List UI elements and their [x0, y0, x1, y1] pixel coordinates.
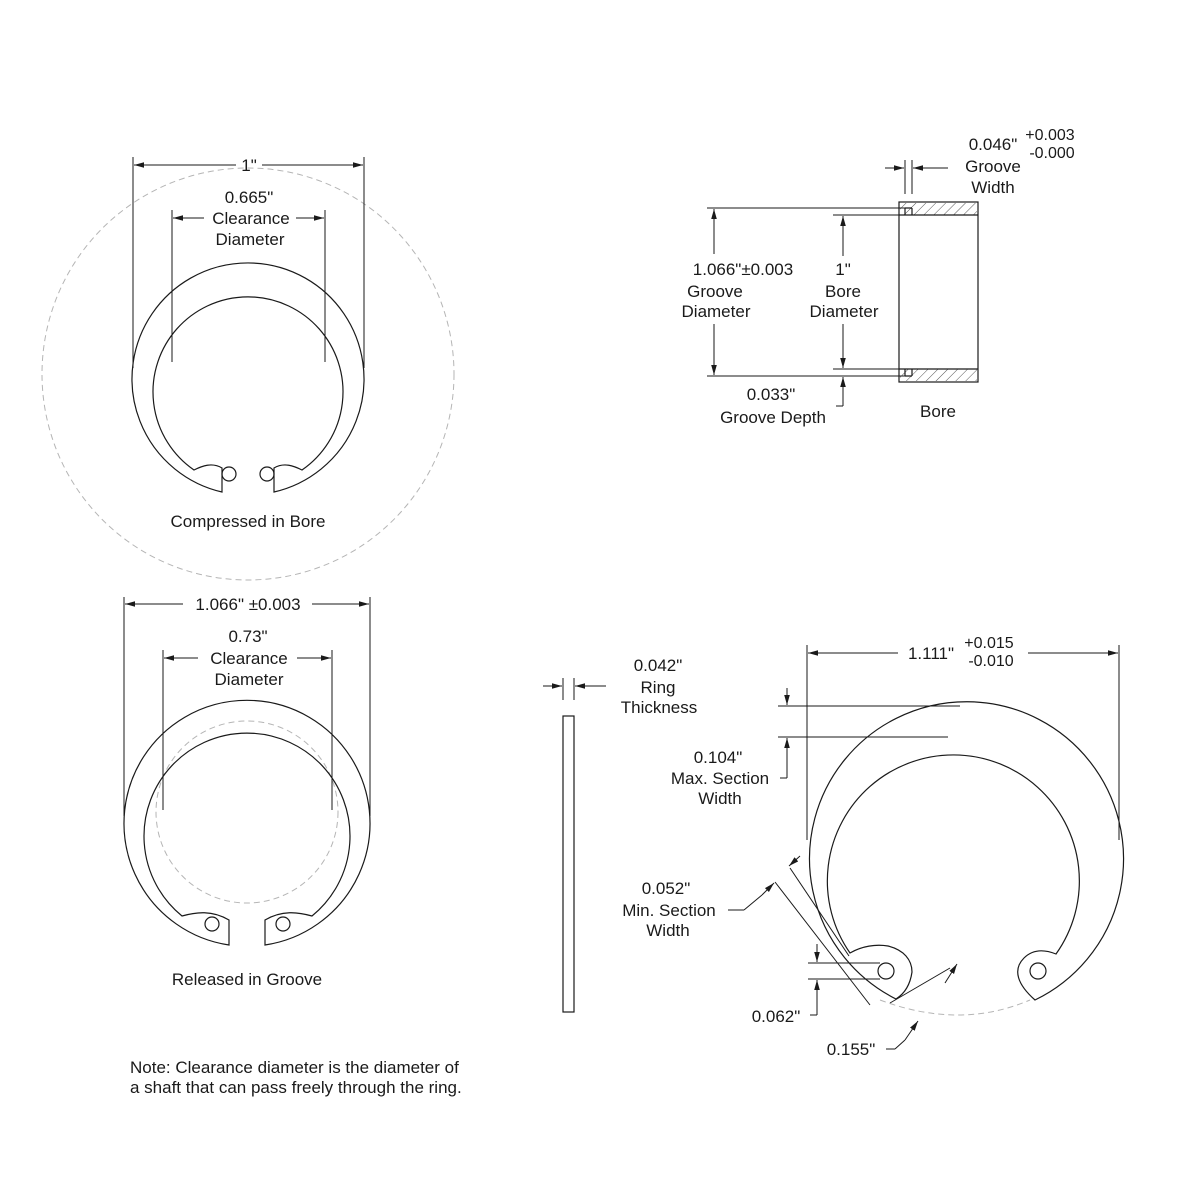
lug-hole-right — [275, 916, 291, 932]
clearance-circle — [155, 720, 339, 904]
bore-caption: Bore — [920, 402, 956, 421]
clearance-arc — [879, 999, 1031, 1016]
min-section-label-2: Width — [646, 921, 689, 940]
ring-outline — [131, 262, 365, 493]
note-line-1: Note: Clearance diameter is the diameter… — [130, 1058, 459, 1077]
max-section-dimension: 0.104" Max. Section Width — [671, 688, 960, 808]
min-section-dimension: 0.052" Min. Section Width — [622, 855, 871, 1006]
bore-section-view: Bore 0.046" +0.003 -0.000 Groove Width 1… — [682, 127, 1075, 427]
bore-dia-label-1: Bore — [825, 282, 861, 301]
outer-diameter-dimension: 1" — [132, 156, 365, 368]
lug-hole-left — [877, 962, 895, 980]
groove-width-label-1: Groove — [965, 157, 1021, 176]
free-dia-tol-plus: +0.015 — [964, 635, 1013, 652]
bore-diameter-dimension: 1" Bore Diameter — [810, 214, 899, 370]
free-state-view: 1.111" +0.015 -0.010 0.104" Max. Section… — [622, 635, 1125, 1059]
groove-dia-label-1: Groove — [687, 282, 743, 301]
groove-width-value: 0.046" — [969, 135, 1018, 154]
free-dia-tol-minus: -0.010 — [968, 653, 1013, 670]
bore-dia-value: 1" — [835, 260, 851, 279]
lug-hole-left — [221, 466, 237, 482]
min-section-value: 0.052" — [642, 879, 691, 898]
clearance-diameter-dimension: 0.665" Clearance Diameter — [171, 188, 326, 362]
groove-top — [904, 207, 913, 215]
lug-dim-text: 0.155" — [827, 1040, 876, 1059]
lug-hole-dim-text: 0.062" — [752, 1007, 801, 1026]
lug-hole-left — [204, 916, 220, 932]
released-in-groove-view: 1.066" ±0.003 0.73" Clearance Diameter R… — [123, 595, 371, 989]
clearance-label-1: Clearance — [212, 209, 290, 228]
groove-width-label-2: Width — [971, 178, 1014, 197]
min-section-label-1: Min. Section — [622, 901, 716, 920]
groove-width-dimension: 0.046" +0.003 -0.000 Groove Width — [885, 127, 1075, 197]
groove-depth-label: Groove Depth — [720, 408, 826, 427]
groove-dia-label-2: Diameter — [682, 302, 751, 321]
compressed-ring-shape — [41, 167, 455, 581]
max-section-value: 0.104" — [694, 748, 743, 767]
released-ring-shape — [123, 699, 371, 946]
lug-hole-dimension: 0.062" — [752, 944, 880, 1026]
lug-hole-right — [1029, 962, 1047, 980]
compressed-in-bore-view: 1" 0.665" Clearance Diameter Compressed … — [41, 156, 455, 581]
clearance-label-2: Diameter — [215, 670, 284, 689]
outer-diameter-dimension: 1.066" ±0.003 — [123, 595, 371, 816]
groove-dia-value: 1.066"±0.003 — [693, 260, 793, 279]
groove-diameter-dimension: 1.066"±0.003 Groove Diameter — [682, 207, 905, 377]
free-dia-value: 1.111" — [908, 644, 954, 663]
clearance-diameter-dimension: 0.73" Clearance Diameter — [162, 627, 333, 810]
bore-outline — [898, 201, 979, 383]
lug-dimension: 0.155" — [827, 963, 958, 1059]
groove-depth-dimension: 0.033" Groove Depth — [720, 377, 846, 427]
groove-bottom — [904, 369, 913, 377]
clearance-label-1: Clearance — [210, 649, 288, 668]
groove-depth-value: 0.033" — [747, 385, 796, 404]
ring-side-view: 0.042" Ring Thickness — [543, 656, 698, 1013]
released-caption: Released in Groove — [172, 970, 322, 989]
ring-outline — [123, 699, 371, 946]
ring-outline — [808, 701, 1125, 1001]
clearance-value: 0.73" — [228, 627, 267, 646]
free-diameter-dimension: 1.111" +0.015 -0.010 — [806, 635, 1120, 840]
clearance-circle — [41, 167, 455, 581]
groove-width-tol-minus: -0.000 — [1029, 145, 1074, 162]
groove-width-tol-plus: +0.003 — [1025, 127, 1074, 144]
max-section-label-2: Width — [698, 789, 741, 808]
thickness-label-2: Thickness — [621, 698, 698, 717]
free-ring-shape — [808, 701, 1125, 1016]
clearance-label-2: Diameter — [216, 230, 285, 249]
outer-dim-text: 1.066" ±0.003 — [195, 595, 300, 614]
note-line-2: a shaft that can pass freely through the… — [130, 1078, 462, 1097]
thickness-label-1: Ring — [641, 678, 676, 697]
lug-hole-right — [259, 466, 275, 482]
ring-edge — [562, 715, 575, 1013]
compressed-caption: Compressed in Bore — [171, 512, 326, 531]
bore-body: Bore — [898, 201, 979, 421]
bore-dia-label-2: Diameter — [810, 302, 879, 321]
outer-dim-text: 1" — [241, 156, 257, 175]
thickness-value: 0.042" — [634, 656, 683, 675]
clearance-value: 0.665" — [225, 188, 274, 207]
max-section-label-1: Max. Section — [671, 769, 769, 788]
note-block: Note: Clearance diameter is the diameter… — [130, 1058, 462, 1097]
